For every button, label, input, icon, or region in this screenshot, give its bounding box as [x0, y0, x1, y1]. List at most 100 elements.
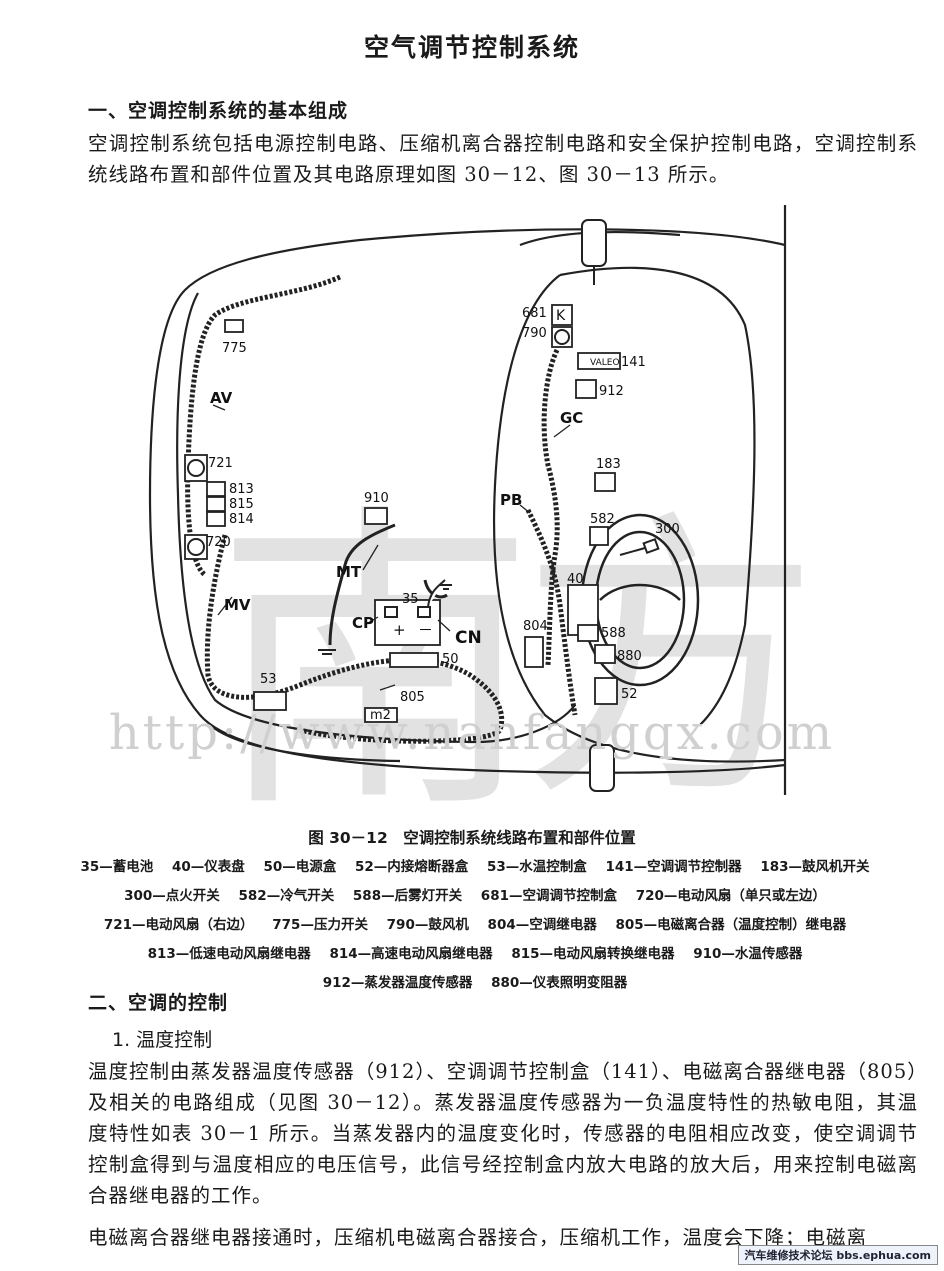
legend-item: 805—电磁离合器（温度控制）继电器 — [615, 917, 847, 933]
legend-item: 813—低速电动风扇继电器 — [147, 946, 311, 962]
page-title: 空气调节控制系统 — [363, 33, 580, 62]
label-681: 681 — [522, 306, 547, 321]
component-582 — [589, 526, 609, 546]
label-k: K — [556, 308, 566, 324]
label-582: 582 — [590, 512, 615, 527]
legend-item: 582—冷气开关 — [238, 888, 335, 904]
mirror-bottom — [589, 744, 615, 792]
wiring-diagram: 南 方 — [148, 205, 820, 805]
label-mt: MT — [336, 563, 362, 581]
legend-item: 53—水温控制盒 — [486, 859, 587, 875]
label-valeo: VALEO — [590, 358, 620, 368]
section2-paragraph-2: 电磁离合器继电器接通时，压缩机电磁离合器接合，压缩机工作，温度会下降；电磁离 — [88, 1226, 868, 1249]
label-775: 775 — [222, 341, 247, 356]
component-50 — [389, 652, 439, 668]
section1-paragraph: 空调控制系统包括电源控制电路、压缩机离合器控制电路和安全保护控制电路，空调控制系… — [88, 132, 918, 186]
label-721: 721 — [208, 456, 233, 471]
component-52 — [594, 677, 618, 705]
watermark-url: http://www.nanfangqx.com — [108, 705, 836, 761]
label-300: 300 — [655, 522, 680, 537]
label-plus: + — [393, 621, 406, 639]
legend-item: 35—蓄电池 — [80, 859, 154, 875]
legend-item: 183—鼓风机开关 — [760, 859, 870, 875]
label-141: 141 — [621, 355, 646, 370]
fan-left-icon — [187, 538, 205, 556]
label-720: 720 — [206, 535, 231, 550]
legend-item: 141—空调调节控制器 — [605, 859, 742, 875]
component-141 — [577, 352, 621, 370]
legend-item: 721—电动风扇（右边） — [103, 917, 254, 933]
legend-item: 300—点火开关 — [124, 888, 220, 904]
label-790: 790 — [522, 326, 547, 341]
label-814: 814 — [229, 512, 254, 527]
label-910: 910 — [364, 491, 389, 506]
section2-paragraph-1: 温度控制由蒸发器温度传感器（912）、空调调节控制盒（141）、电磁离合器继电器… — [88, 1060, 918, 1207]
component-53 — [253, 691, 287, 711]
legend-item: 40—仪表盘 — [171, 859, 245, 875]
label-588: 588 — [601, 626, 626, 641]
label-35: 35 — [402, 592, 419, 607]
battery-terminals — [384, 579, 446, 618]
legend-item: 52—内接熔断器盒 — [354, 859, 469, 875]
label-m2: m2 — [370, 708, 391, 723]
legend-item: 912—蒸发器温度传感器 — [322, 975, 473, 991]
component-804 — [524, 636, 544, 668]
label-av: AV — [210, 389, 233, 407]
component-183 — [594, 472, 616, 492]
label-minus: － — [418, 621, 433, 639]
watermark-glyph-2: 方 — [520, 487, 820, 805]
label-805: 805 — [400, 690, 425, 705]
label-53: 53 — [260, 672, 277, 687]
figure-legend: 35—蓄电池 40—仪表盘 50—电源盒 52—内接熔断器盒 53—水温控制盒 … — [70, 853, 880, 998]
component-m2 — [364, 707, 398, 723]
component-910 — [364, 507, 388, 525]
blower-icon — [554, 329, 570, 345]
legend-item: 588—后雾灯开关 — [352, 888, 463, 904]
label-pb: PB — [500, 491, 522, 509]
label-804: 804 — [523, 619, 548, 634]
component-912 — [575, 379, 597, 399]
component-300 — [619, 537, 660, 556]
legend-item: 910—水温传感器 — [693, 946, 803, 962]
label-gc: GC — [560, 409, 583, 427]
fan-right-icon — [187, 459, 205, 477]
ground-symbol — [318, 584, 452, 655]
label-880: 880 — [617, 649, 642, 664]
legend-item: 815—电动风扇转换继电器 — [511, 946, 675, 962]
label-912: 912 — [599, 384, 624, 399]
figure-caption: 图 30－12 空调控制系统线路布置和部件位置 — [308, 829, 636, 847]
component-681 — [551, 304, 573, 326]
harness-gc — [541, 348, 560, 666]
legend-item: 50—电源盒 — [263, 859, 337, 875]
label-cn: CN — [455, 628, 482, 648]
legend-item: 880—仪表照明变阻器 — [491, 975, 628, 991]
label-183: 183 — [596, 457, 621, 472]
section1-heading: 一、空调控制系统的基本组成 — [88, 100, 349, 122]
component-815 — [206, 496, 226, 512]
legend-item: 814—高速电动风扇继电器 — [329, 946, 493, 962]
harness-pb — [525, 508, 578, 716]
label-52: 52 — [621, 687, 638, 702]
component-588 — [577, 624, 599, 642]
label-815: 815 — [229, 497, 254, 512]
component-880 — [594, 644, 616, 664]
label-40: 40 — [567, 572, 584, 587]
legend-item: 804—空调继电器 — [487, 917, 597, 933]
label-50: 50 — [442, 652, 459, 667]
harness-av — [185, 274, 342, 577]
car-outline — [148, 205, 787, 795]
legend-item: 720—电动风扇（单只或左边） — [635, 888, 826, 904]
forum-badge[interactable]: 汽车维修技术论坛 bbs.ephua.com — [737, 1245, 938, 1265]
section2-heading: 二、空调的控制 — [88, 992, 229, 1014]
legend-item: 681—空调调节控制盒 — [480, 888, 617, 904]
label-mv: MV — [224, 596, 251, 614]
label-813: 813 — [229, 482, 254, 497]
component-814 — [206, 511, 226, 527]
legend-item: 790—鼓风机 — [386, 917, 469, 933]
subsection-temperature-control: 1. 温度控制 — [112, 1029, 213, 1051]
label-cp: CP — [352, 614, 374, 632]
leader-lines — [212, 404, 571, 691]
component-813 — [206, 481, 226, 497]
legend-item: 775—压力开关 — [272, 917, 368, 933]
mirror-top — [581, 219, 607, 285]
